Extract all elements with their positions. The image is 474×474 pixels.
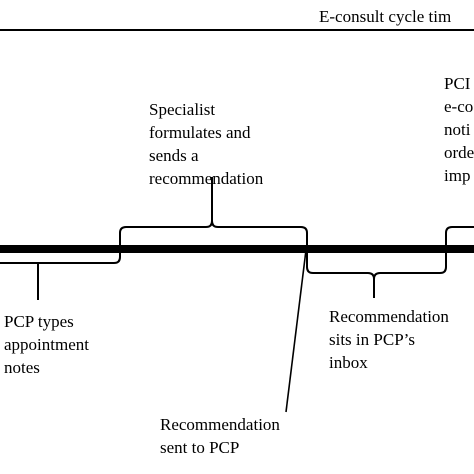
label-specialist-formulates: Specialist formulates and sends a recomm… (149, 100, 264, 188)
label-recommendation-sent: Recommendation sent to PCP (160, 415, 280, 457)
pointer-rec-sent (285, 249, 307, 413)
label-pcp-order: PCI e-co noti orde imp (444, 74, 474, 185)
brace-rec-sits (306, 252, 447, 298)
brace-pcp-order (445, 226, 474, 246)
label-recommendation-sits: Recommendation sits in PCP’s inbox (329, 307, 449, 372)
brace-pcp-types (0, 252, 121, 300)
brace-specialist (119, 177, 308, 246)
label-pcp-types-notes: PCP types appointment notes (4, 312, 89, 377)
diagram-title: E-consult cycle tim (319, 7, 452, 26)
